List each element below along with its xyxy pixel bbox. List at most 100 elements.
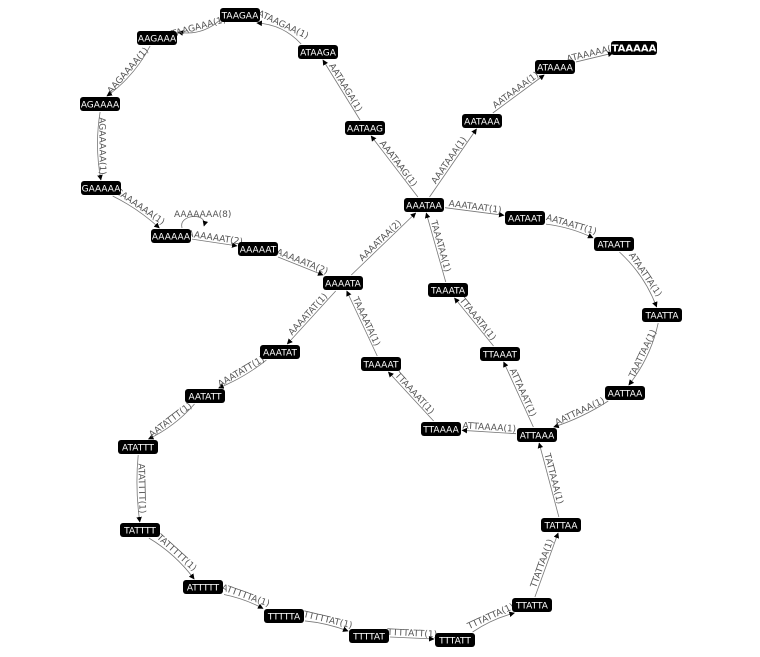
edge-label: AAATAAG(1) [377, 139, 419, 189]
node-ttaaaa: TTAAAA [421, 422, 461, 436]
edge-aaaata-aaataa [351, 212, 417, 276]
node-label: AAGAAA [138, 34, 177, 44]
edge-aattaa-attaaa [553, 400, 609, 429]
node-ttttta: TTTTTA [264, 609, 304, 623]
node-box [260, 345, 300, 359]
node-label: TTAAAA [422, 425, 459, 435]
edge-attttt-ttttta [223, 594, 264, 609]
edges-layer [97, 20, 659, 642]
node-label: AATAAA [464, 117, 500, 127]
edge-ttttat-tttatt [389, 635, 435, 642]
node-label: ATAAAA [537, 63, 573, 73]
node-label: TAAGAA [221, 11, 260, 21]
edge-label: AAAATAA(2) [358, 219, 404, 264]
node-label: TTTTTA [267, 612, 301, 622]
node-label: ATATTT [122, 443, 154, 453]
edge-label: AAATAAA(1) [430, 135, 469, 186]
edge-aaaaat-aaaata [277, 256, 324, 276]
node-box [421, 422, 461, 436]
edge-label: AATTAAA(1) [554, 396, 607, 428]
edge-tttatt-ttatta [472, 611, 515, 633]
node-label: TATTAA [544, 521, 579, 531]
edge-label: TAATTAA(1) [627, 328, 659, 380]
node-label: AGAAAA [81, 100, 120, 110]
node-label: TTTTAT [352, 632, 385, 642]
edge-label: ATTAAAT(1) [507, 367, 538, 419]
node-box [605, 386, 645, 400]
self-loop: AAAAAAA(8) [174, 210, 231, 229]
edge-ataatt-taatta [619, 251, 658, 308]
edge-attaaa-ttaaaa [461, 427, 517, 435]
edge-label: TTAAATA(1) [456, 295, 497, 343]
node-tttatt: TTTATT [435, 633, 475, 647]
node-taaaaa: TAAAAA [611, 41, 657, 55]
edge-agaaaa-gaaaaa [97, 111, 103, 181]
node-label: AATAAG [347, 124, 383, 134]
node-ataaga: ATAAGA [298, 45, 338, 59]
node-label: AAAAAT [240, 245, 277, 255]
edge-labels-layer: TAAGAAA(1)ATAAGAA(1)AAGAAAA(1)AGAAAAA(1)… [96, 9, 663, 640]
node-label: ATAATT [598, 240, 631, 250]
node-attaaa: ATTAAA [517, 428, 557, 442]
node-box [535, 60, 575, 74]
node-box [611, 41, 657, 55]
edge-label: TTTATTA(1) [465, 602, 516, 632]
edge-aataat-ataatt [545, 223, 594, 239]
edge-label: AGAAAAA(1) [96, 117, 107, 175]
edge-taatta-aattaa [628, 322, 659, 386]
edge-ttatta-tattaa [534, 532, 560, 598]
node-ttttat: TTTTAT [349, 629, 389, 643]
node-box [512, 598, 552, 612]
edge-ttaaaa-taaaat [388, 371, 434, 422]
node-label: TTTATT [438, 636, 471, 646]
node-box [183, 580, 223, 594]
edge-label: AATAAGA(1) [326, 62, 363, 114]
edge-label: AAAAAAT(2) [187, 229, 244, 247]
edge-ttttta-ttttat [304, 620, 349, 632]
node-label: AAAAAA [152, 232, 191, 242]
node-aataaa: AATAAA [462, 114, 502, 128]
node-aattaa: AATTAA [605, 386, 645, 400]
node-aagaaa: AAGAAA [137, 31, 177, 45]
edge-gaaaaa-aaaaaa [112, 195, 160, 229]
edge-label: TTAAAAT(1) [392, 370, 436, 417]
edge-label: TTTTTAT(1) [301, 610, 353, 631]
node-box [298, 45, 338, 59]
edge-taaaat-aaaata [346, 290, 378, 357]
node-tattaa: TATTAA [541, 518, 581, 532]
node-aaataa: AAATAA [404, 198, 444, 212]
edge-taagaa-aagaaa [177, 20, 220, 36]
node-box [220, 8, 260, 22]
node-box [345, 121, 385, 135]
edge-atattt-tatttt [136, 454, 142, 523]
edge-label: AAAAATA(2) [275, 247, 330, 277]
node-ataaaa: ATAAAA [535, 60, 575, 74]
node-box [118, 440, 158, 454]
edge-attaaa-ttaaat [503, 361, 534, 428]
node-label: AAATAA [406, 201, 442, 211]
edge-ataaga-taagaa [256, 20, 302, 45]
node-box [505, 211, 545, 225]
node-box [428, 283, 468, 297]
node-box [323, 276, 363, 290]
edge-label: ATATTTT(1) [135, 463, 146, 513]
node-box [185, 389, 225, 403]
node-label: TAAAAA [612, 43, 657, 54]
edge-label: TTATTAA(1) [529, 538, 556, 590]
node-taagaa: TAAGAA [220, 8, 260, 22]
node-ttaaat: TTAAAT [480, 347, 520, 361]
edge-aaatat-aatatt [218, 359, 267, 389]
edge-aatatt-atattt [148, 403, 195, 440]
node-label: AAATAT [263, 348, 298, 358]
node-ataatt: ATAATT [594, 237, 634, 251]
node-box [517, 428, 557, 442]
edge-aataag-ataaga [322, 59, 361, 121]
node-label: GAAAAA [82, 184, 122, 194]
node-aaaaaa: AAAAAA [151, 229, 191, 243]
edge-label: TAAATAA(1) [428, 218, 452, 273]
node-box [480, 347, 520, 361]
node-label: AATTAA [608, 389, 643, 399]
edge-label: TAAAATA(1) [349, 295, 381, 348]
node-box [137, 31, 177, 45]
node-agaaaa: AGAAAA [80, 97, 120, 111]
